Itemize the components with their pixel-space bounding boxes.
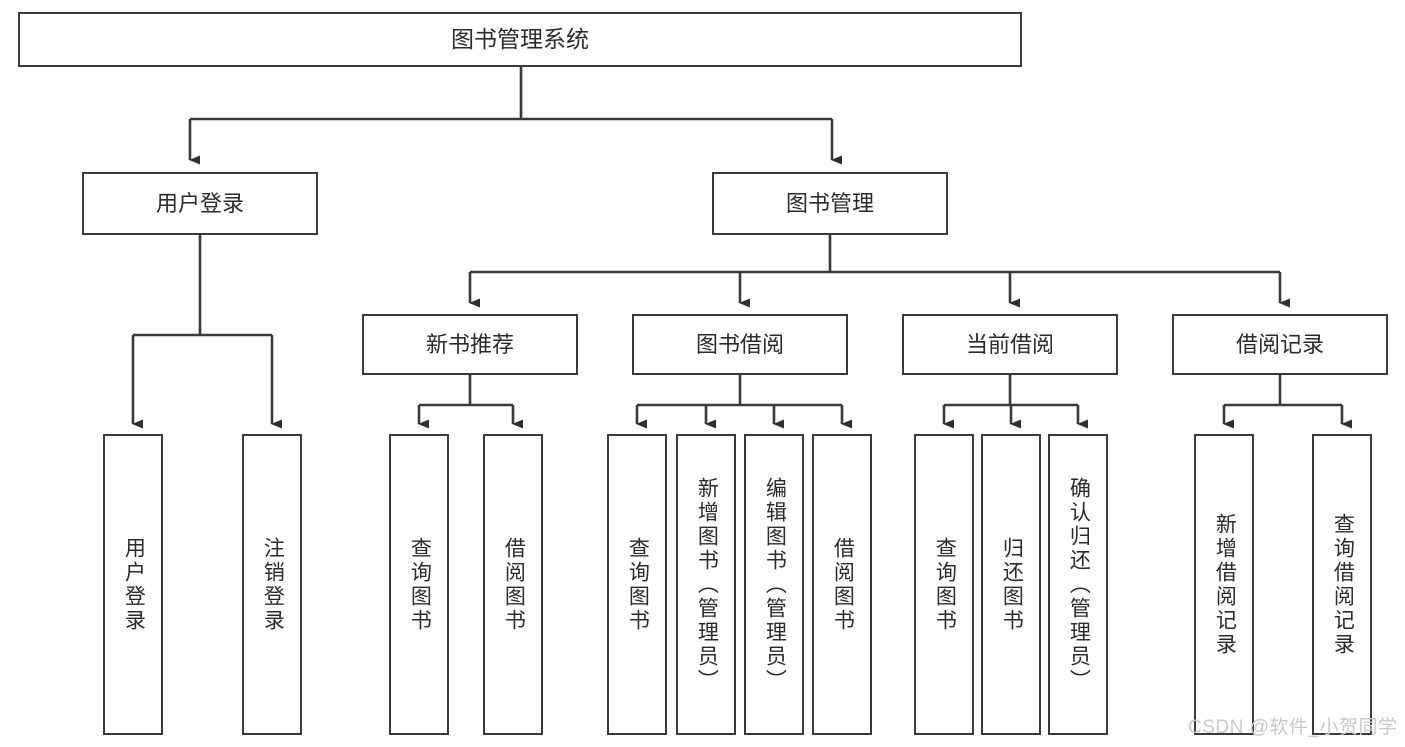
leaf-logout[interactable]: 注销登录: [242, 434, 302, 735]
leaf-bb-borrow-book-label: 借阅图书: [831, 536, 855, 633]
leaf-nb-borrow-book-label: 借阅图书: [502, 536, 526, 633]
leaf-br-query-record-label: 查询借阅记录: [1331, 512, 1355, 657]
node-book-manage-label: 图书管理: [785, 190, 874, 216]
leaf-br-add-record-label: 新增借阅记录: [1213, 512, 1237, 657]
node-new-book-recommend-label: 新书推荐: [425, 331, 514, 357]
leaf-bb-query-book[interactable]: 查询图书: [607, 434, 667, 735]
leaf-cb-confirm-return[interactable]: 确认归还（管理员）: [1048, 434, 1108, 735]
node-current-borrow-label: 当前借阅: [965, 331, 1054, 357]
leaf-bb-add-book-label: 新增图书（管理员）: [695, 476, 719, 693]
node-book-manage[interactable]: 图书管理: [712, 172, 948, 235]
leaf-user-login[interactable]: 用户登录: [103, 434, 163, 735]
node-root-system-label: 图书管理系统: [451, 25, 589, 52]
leaf-cb-return-book[interactable]: 归还图书: [981, 434, 1041, 735]
leaf-logout-label: 注销登录: [261, 536, 285, 633]
leaf-bb-borrow-book[interactable]: 借阅图书: [812, 434, 872, 735]
node-book-borrow-label: 图书借阅: [695, 331, 784, 357]
leaf-cb-confirm-return-label: 确认归还（管理员）: [1067, 476, 1091, 693]
leaf-cb-query-book-label: 查询图书: [933, 536, 957, 633]
node-book-borrow[interactable]: 图书借阅: [632, 314, 848, 375]
node-borrow-record[interactable]: 借阅记录: [1172, 314, 1388, 375]
leaf-bb-edit-book-label: 编辑图书（管理员）: [763, 476, 787, 693]
leaf-cb-query-book[interactable]: 查询图书: [914, 434, 974, 735]
csdn-watermark: CSDN @软件_小贺同学: [1188, 717, 1398, 738]
node-user-login-label: 用户登录: [155, 190, 244, 216]
node-new-book-recommend[interactable]: 新书推荐: [362, 314, 578, 375]
leaf-cb-return-book-label: 归还图书: [1000, 536, 1024, 633]
node-user-login[interactable]: 用户登录: [82, 172, 318, 235]
leaf-br-query-record[interactable]: 查询借阅记录: [1312, 434, 1372, 735]
leaf-br-add-record[interactable]: 新增借阅记录: [1194, 434, 1254, 735]
leaf-bb-add-book[interactable]: 新增图书（管理员）: [676, 434, 736, 735]
leaf-nb-query-book[interactable]: 查询图书: [389, 434, 449, 735]
leaf-bb-query-book-label: 查询图书: [626, 536, 650, 633]
leaf-nb-query-book-label: 查询图书: [408, 536, 432, 633]
leaf-nb-borrow-book[interactable]: 借阅图书: [483, 434, 543, 735]
node-current-borrow[interactable]: 当前借阅: [902, 314, 1118, 375]
leaf-bb-edit-book[interactable]: 编辑图书（管理员）: [744, 434, 804, 735]
node-borrow-record-label: 借阅记录: [1235, 331, 1324, 357]
leaf-user-login-label: 用户登录: [122, 536, 146, 633]
node-root-system[interactable]: 图书管理系统: [18, 12, 1022, 67]
